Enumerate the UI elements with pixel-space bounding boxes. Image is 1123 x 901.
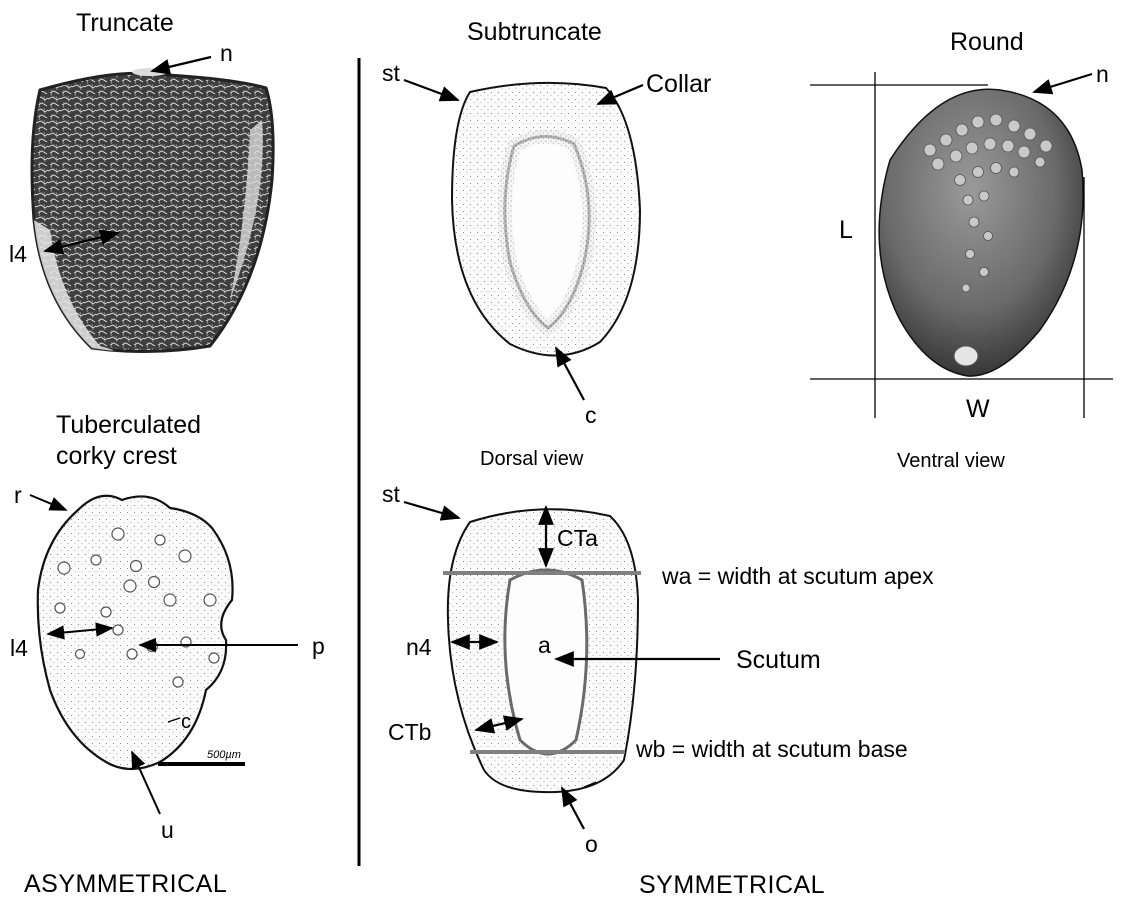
label-CTb: CTb [388,719,431,745]
round-seed-sem [879,89,1083,376]
label-n: n [1096,61,1109,87]
label-collar: Collar [646,70,711,98]
label-p: p [312,633,325,659]
round-panel: Round L W n Ventral view [810,28,1113,472]
label-n: n [220,40,233,66]
ventral-view-caption: Ventral view [897,450,1005,472]
label-CTa: CTa [557,525,598,551]
truncate-title: Truncate [76,9,174,37]
label-wa: wa = width at scutum apex [661,563,934,589]
asymmetrical-footer: ASYMMETRICAL [24,870,227,898]
scale-label: 500µm [207,749,241,761]
measurement-panel: st CTa wa = width at scutum apex n4 a Sc… [382,481,934,857]
label-r: r [14,482,22,508]
label-c: c [181,711,191,733]
label-W: W [966,395,990,423]
label-st: st [382,60,401,86]
label-wb: wb = width at scutum base [635,736,908,762]
symmetrical-footer: SYMMETRICAL [639,871,825,899]
label-l4: l4 [9,241,27,267]
dorsal-view-caption: Dorsal view [480,448,584,470]
round-title: Round [950,28,1024,56]
tuberculated-panel: Tuberculated corky crest r l4 [10,411,325,843]
subtruncate-title: Subtruncate [467,18,602,46]
label-u: u [161,817,174,843]
label-a: a [538,632,551,658]
label-scutum: Scutum [736,646,821,674]
truncate-panel: Truncate n l4 [9,9,273,352]
tuberculated-title-line1: Tuberculated [56,411,201,439]
scutum-outline [505,570,587,754]
tuberculated-title-line2: corky crest [56,442,177,470]
subtruncate-panel: Subtruncate st Collar c Dorsal view [382,18,711,470]
label-l4: l4 [10,635,28,661]
label-L: L [839,216,853,244]
label-st: st [382,481,401,507]
label-o: o [585,831,598,857]
label-c: c [585,402,597,428]
label-n4: n4 [406,634,432,660]
